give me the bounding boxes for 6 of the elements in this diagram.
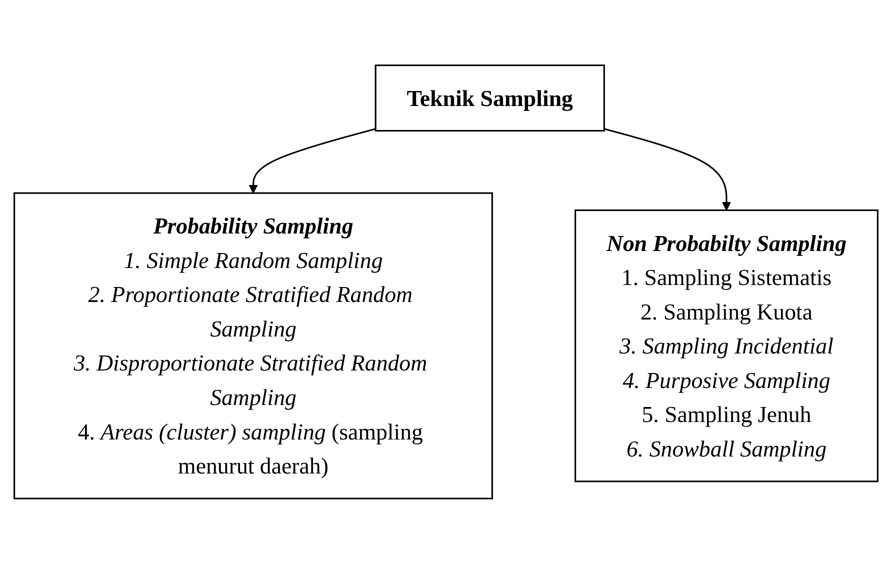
node-box [14,192,493,499]
node-box [574,209,878,482]
arrow [604,128,732,210]
node-box [374,64,605,132]
flowchart-diagram: Teknik Sampling Probability Sampling 1. Simple Random Sampling 2. Proportionate Stratified Random Sampling 3. Disproportionate Stratified Random Sampling 4. Areas (cluster) sampling (sampling menurut daerah) Non Probabilty Sampling 1. Sampling Sistematis 2. Sampling Kuota 3. Sampling Incidential 4. Purposive Sampling 5. Sampling Jenuh 6. Snowball Sampling [6,56,886,506]
arrow [248,128,376,194]
